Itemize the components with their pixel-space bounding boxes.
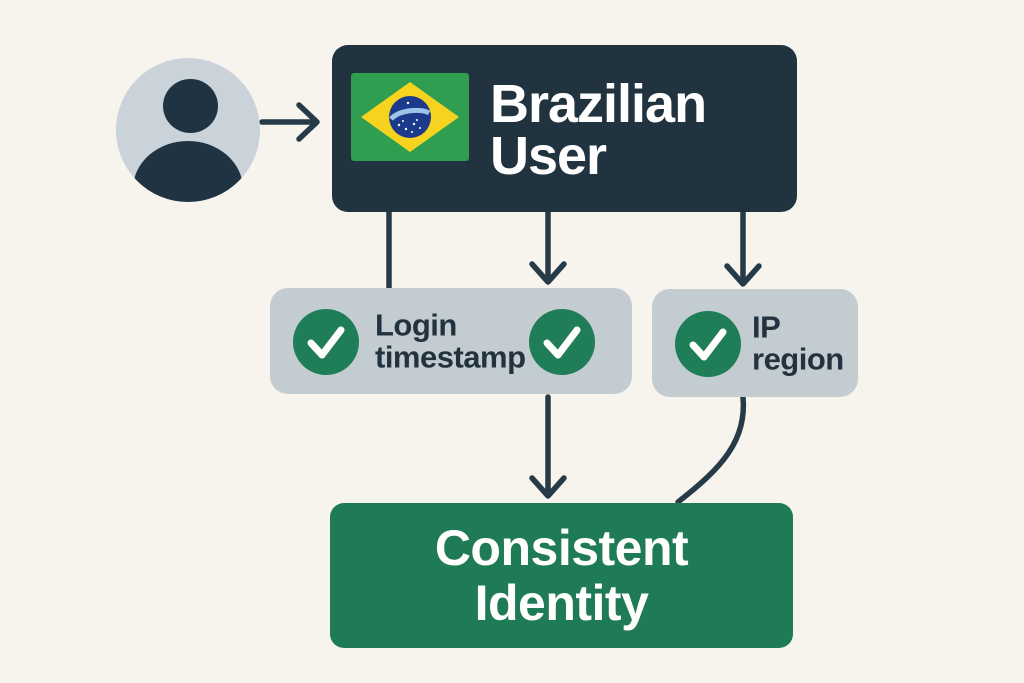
- node-ip-region: IP region: [652, 289, 858, 397]
- curve-ip-to-green: [675, 394, 747, 505]
- node-label-ip-region: IP region: [752, 309, 844, 376]
- arrow-down-head-icon: [529, 475, 567, 499]
- node-brazilian-user: Brazilian User: [332, 45, 797, 212]
- node-label-consistent-identity: Consistent Identity: [434, 519, 689, 631]
- check-icon: [675, 311, 741, 377]
- node-consistent-identity: Consistent Identity: [330, 503, 793, 648]
- person-shoulders-icon: [133, 141, 243, 202]
- node-login-timestamp: Login timestamp: [270, 288, 632, 394]
- check-icon: [293, 309, 359, 375]
- user-avatar: [116, 58, 260, 202]
- arrow-down-head-icon: [724, 263, 762, 287]
- node-label-login-timestamp: Login timestamp: [375, 307, 526, 374]
- person-icon: [163, 79, 218, 133]
- check-icon: [529, 309, 595, 375]
- arrow-down-head-icon: [529, 261, 567, 285]
- brazil-flag-icon: [351, 73, 469, 161]
- node-label-brazilian-user: Brazilian User: [490, 73, 707, 187]
- arrow-right-head-icon: [296, 102, 320, 142]
